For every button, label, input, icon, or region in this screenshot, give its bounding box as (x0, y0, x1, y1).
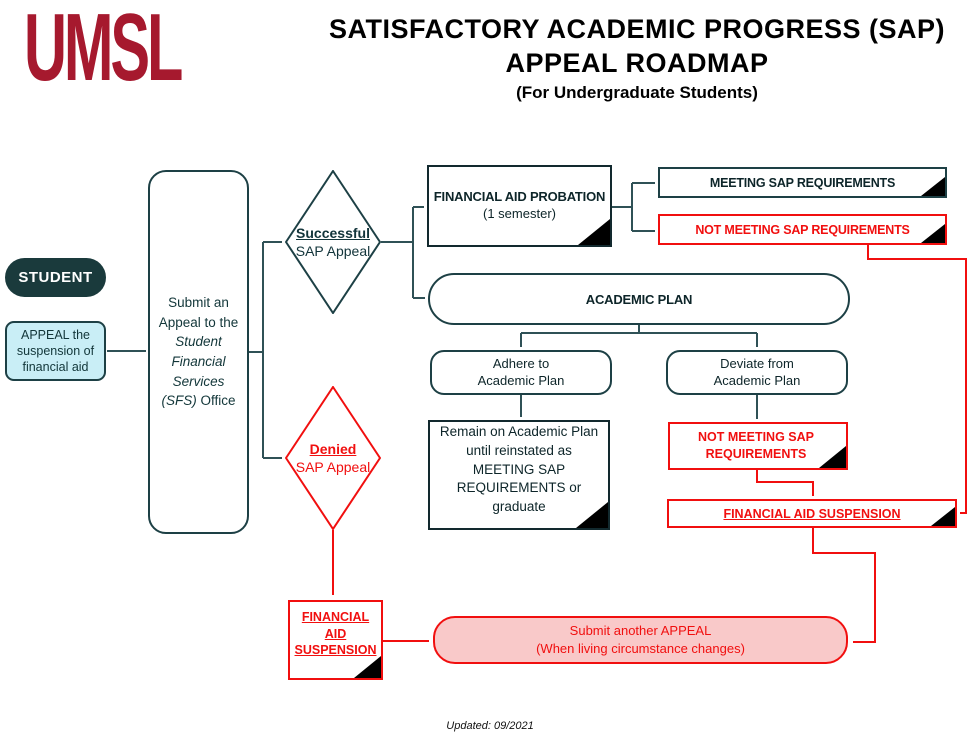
corner-fold-icon (576, 502, 608, 528)
not-meeting-sap-mid-line1: NOT MEETING SAP (698, 430, 814, 445)
submit-appeal-node: Submit an Appeal to the Student Financia… (148, 170, 249, 534)
corner-fold-icon (921, 177, 945, 196)
appeal-suspension-node: APPEAL the suspension of financial aid (5, 321, 106, 381)
updated-date: Updated: 09/2021 (446, 720, 534, 732)
financial-aid-suspension-left-line2: SUSPENSION (294, 643, 377, 658)
submit-another-line1: Submit another APPEAL (569, 623, 712, 639)
corner-fold-icon (354, 656, 381, 678)
corner-fold-icon (819, 446, 846, 468)
submit-another-line2: (When living circumstance changes) (536, 641, 745, 656)
title-line-1: SATISFACTORY ACADEMIC PROGRESS (SAP) (328, 14, 946, 44)
appeal-suspension-label: APPEAL the suspension of financial aid (16, 327, 95, 375)
financial-aid-suspension-right-node: FINANCIAL AID SUSPENSION (667, 499, 957, 528)
probation-sublabel: (1 semester) (483, 206, 556, 221)
academic-plan-node: ACADEMIC PLAN (428, 273, 850, 325)
umsl-logo: UMSL (24, 0, 183, 101)
denied-sublabel: SAP Appeal (295, 459, 371, 475)
probation-label: FINANCIAL AID PROBATION (433, 189, 606, 205)
corner-fold-icon (931, 507, 955, 526)
financial-aid-suspension-left-line1: FINANCIAL AID (301, 609, 370, 641)
title-line-2: APPEAL ROADMAP (505, 48, 769, 78)
corner-fold-icon (921, 224, 945, 243)
successful-label: Successful (296, 224, 370, 241)
not-meeting-sap-requirements-mid-node: NOT MEETING SAP REQUIREMENTS (668, 422, 848, 470)
not-meeting-sap-requirements-top-node: NOT MEETING SAP REQUIREMENTS (658, 214, 947, 245)
deviate-academic-plan-node: Deviate from Academic Plan (666, 350, 848, 395)
adhere-academic-plan-node: Adhere to Academic Plan (430, 350, 612, 395)
financial-aid-suspension-left-node: FINANCIAL AID SUSPENSION (288, 600, 383, 680)
meeting-sap-requirements-node: MEETING SAP REQUIREMENTS (658, 167, 947, 198)
diamond-shape (285, 170, 381, 314)
student-label: STUDENT (18, 269, 93, 286)
submit-appeal-label: Submit an Appeal to the Student Financia… (158, 295, 239, 409)
denied-appeal-decision: Denied SAP Appeal (285, 386, 381, 530)
financial-aid-suspension-right-label: FINANCIAL AID SUSPENSION (723, 506, 901, 521)
submit-another-appeal-node: Submit another APPEAL (When living circu… (433, 616, 848, 664)
successful-appeal-decision: Successful SAP Appeal (285, 170, 381, 314)
meeting-sap-label: MEETING SAP REQUIREMENTS (709, 175, 896, 190)
diamond-shape (285, 386, 381, 530)
deviate-label-line2: Academic Plan (713, 372, 801, 388)
remain-on-plan-node: Remain on Academic Plan until reinstated… (428, 420, 610, 530)
adhere-label-line2: Academic Plan (477, 372, 565, 388)
adhere-label-line1: Adhere to (492, 355, 550, 371)
deviate-label-line1: Deviate from (720, 355, 794, 371)
sfs-office-italic: Student Financial Services (SFS) (161, 334, 226, 409)
successful-sublabel: SAP Appeal (295, 243, 371, 259)
page-title: SATISFACTORY ACADEMIC PROGRESS (SAP) APP… (304, 12, 970, 103)
title-subtitle: (For Undergraduate Students) (516, 83, 758, 102)
corner-fold-icon (578, 219, 610, 245)
financial-aid-probation-node: FINANCIAL AID PROBATION (1 semester) (427, 165, 612, 247)
student-node: STUDENT (5, 258, 106, 297)
denied-label: Denied (309, 440, 357, 457)
academic-plan-label: ACADEMIC PLAN (585, 291, 693, 307)
not-meeting-sap-mid-line2: REQUIREMENTS (705, 447, 807, 461)
remain-on-plan-label: Remain on Academic Plan until reinstated… (439, 423, 599, 515)
not-meeting-sap-top-label: NOT MEETING SAP REQUIREMENTS (695, 222, 910, 237)
